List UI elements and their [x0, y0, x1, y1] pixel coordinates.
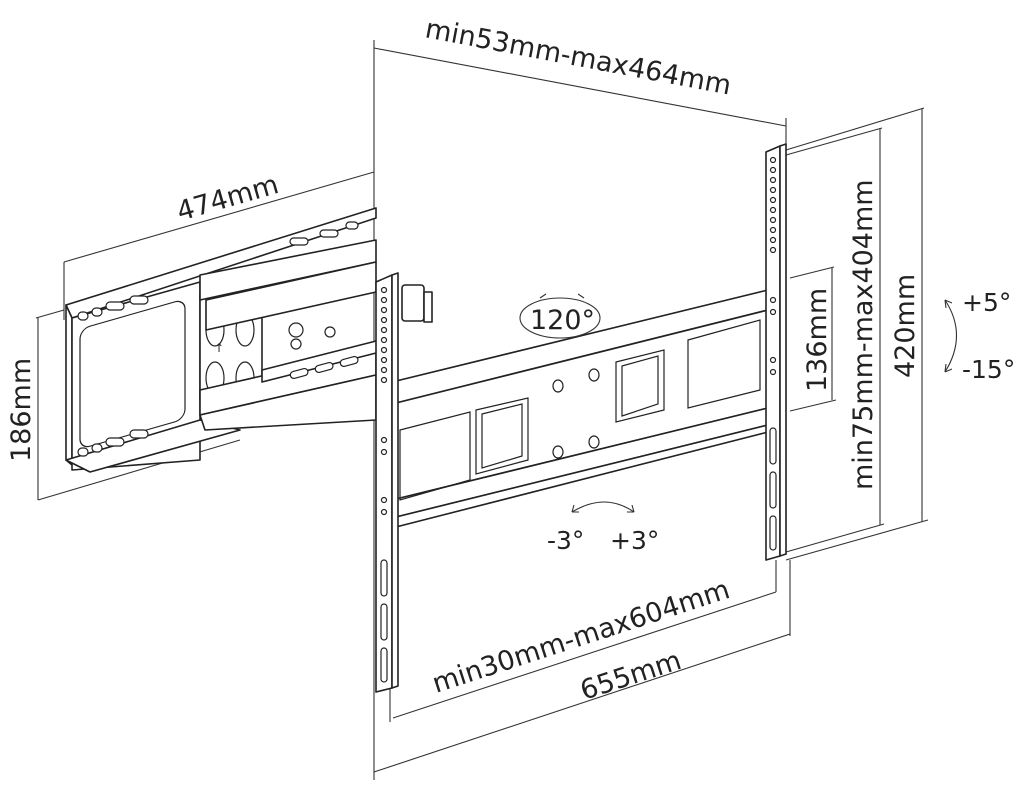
tilt-up-label: +5° — [962, 288, 1011, 317]
wall-plate-slots — [77, 221, 359, 457]
wall-plate-width-label: 474mm — [173, 169, 282, 228]
dimension-lines — [35, 40, 929, 780]
extension-range-label: min53mm-max464mm — [423, 13, 734, 101]
up-arrow-icon: ↑ — [214, 341, 224, 355]
rail-cutouts — [399, 319, 761, 501]
vesa-vertical-range-label: min75mm-max404mm — [848, 179, 879, 490]
rail-slot-span-label: 136mm — [802, 288, 833, 392]
rotation-left-label: -3° — [547, 526, 584, 555]
wall-plate — [65, 207, 377, 473]
rail-holes — [552, 368, 600, 459]
left-rail-holes — [380, 286, 388, 683]
tilt-down-label: -15° — [962, 355, 1015, 384]
swivel-angle-label: 120° — [530, 305, 595, 336]
vertical-rail-left — [375, 272, 399, 693]
rotation-right-label: +3° — [610, 526, 659, 555]
wall-plate-height-label: 186mm — [6, 358, 37, 462]
rotation-indicator: -3° +3° — [547, 501, 659, 555]
swivel-indicator: 120° — [519, 293, 601, 339]
horizontal-rail-width-label: 655mm — [577, 645, 686, 707]
vertical-rail-height-label: 420mm — [890, 274, 921, 378]
arm-slots — [289, 355, 359, 380]
tilt-indicator: +5° -15° — [944, 288, 1015, 384]
vertical-rail-right — [765, 143, 787, 561]
horizontal-rail — [391, 289, 769, 529]
right-rail-holes — [769, 156, 777, 551]
